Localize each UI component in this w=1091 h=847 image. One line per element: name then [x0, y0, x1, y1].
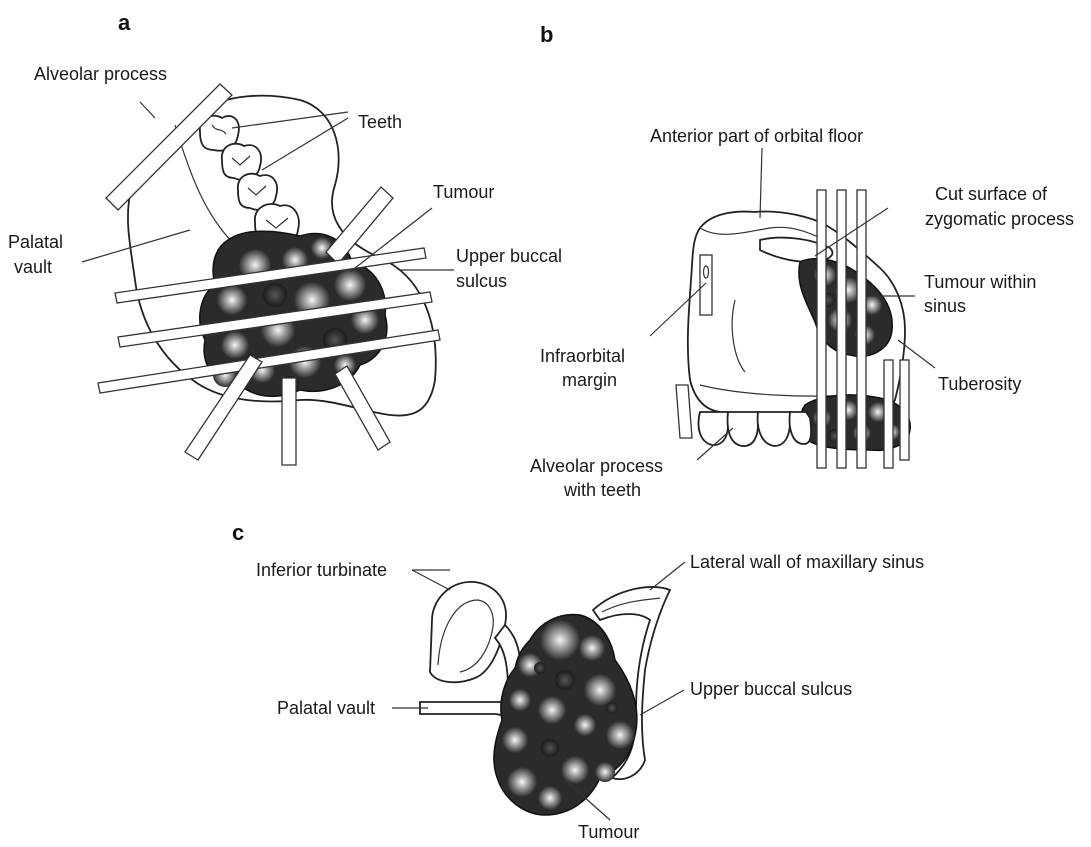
label-upper-buccal-a-2: sulcus [456, 271, 507, 291]
label-alveolar-teeth-1: Alveolar process [530, 456, 663, 476]
panel-c-letter: c [232, 520, 244, 545]
label-tumour-c: Tumour [578, 822, 639, 842]
label-cut-surface-2: zygomatic process [925, 209, 1074, 229]
label-teeth: Teeth [358, 112, 402, 132]
panel-c-inferior-turbinate [430, 582, 506, 682]
label-lateral-wall: Lateral wall of maxillary sinus [690, 552, 924, 572]
label-upper-buccal-a-1: Upper buccal [456, 246, 562, 266]
label-cut-surface-1: Cut surface of [935, 184, 1048, 204]
label-alveolar-teeth-2: with teeth [563, 480, 641, 500]
label-alveolar-process: Alveolar process [34, 64, 167, 84]
label-tumour-within-1: Tumour within [924, 272, 1036, 292]
panel-b: b [530, 22, 1074, 500]
panel-a: a [8, 10, 562, 465]
label-inferior-turbinate: Inferior turbinate [256, 560, 387, 580]
label-tumour-a: Tumour [433, 182, 494, 202]
label-palatal-vault-a-2: vault [14, 257, 52, 277]
panel-a-letter: a [118, 10, 131, 35]
panel-c: c [232, 520, 924, 842]
label-infraorbital-1: Infraorbital [540, 346, 625, 366]
label-upper-buccal-sulcus-c: Upper buccal sulcus [690, 679, 852, 699]
label-palatal-vault-a-1: Palatal [8, 232, 63, 252]
label-palatal-vault-c: Palatal vault [277, 698, 375, 718]
label-anterior-orbital-floor: Anterior part of orbital floor [650, 126, 863, 146]
label-tumour-within-2: sinus [924, 296, 966, 316]
panel-b-teeth [699, 412, 812, 446]
panel-b-letter: b [540, 22, 553, 47]
label-tuberosity: Tuberosity [938, 374, 1021, 394]
label-infraorbital-2: margin [562, 370, 617, 390]
